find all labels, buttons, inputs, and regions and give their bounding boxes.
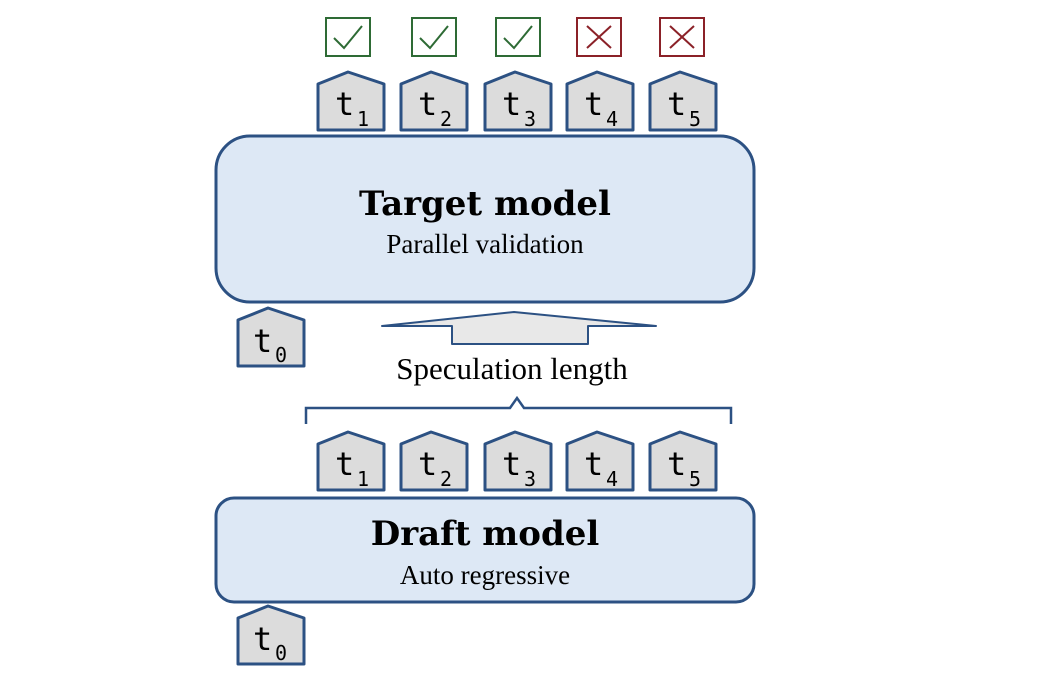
token-subscript: 2: [440, 107, 452, 131]
token-subscript: 1: [357, 467, 369, 491]
token-base: t: [502, 85, 521, 123]
token-subscript: 4: [606, 107, 618, 131]
token-subscript: 3: [524, 107, 536, 131]
reject-mark-5: [659, 17, 705, 57]
token-subscript: 0: [275, 641, 287, 665]
draft-token-5: t 5: [648, 430, 718, 492]
draft-token-2: t 2: [399, 430, 469, 492]
target-token-3: t 3: [483, 70, 553, 132]
token-base: t: [418, 445, 437, 483]
accept-mark-2: [411, 17, 457, 57]
token-subscript: 5: [689, 107, 701, 131]
draft-token-1: t 1: [316, 430, 386, 492]
token-subscript: 3: [524, 467, 536, 491]
speculation-brace: [304, 395, 733, 424]
target-model-subtitle: Parallel validation: [386, 229, 584, 259]
target-model-box: Target model Parallel validation: [214, 134, 756, 304]
token-base: t: [584, 85, 603, 123]
draft-model-subtitle: Auto regressive: [400, 560, 570, 590]
target-model-title: Target model: [359, 184, 611, 224]
token-base: t: [667, 85, 686, 123]
target-token-4: t 4: [565, 70, 635, 132]
token-subscript: 0: [275, 343, 287, 367]
target-input-token: t 0: [236, 306, 306, 368]
draft-token-4: t 4: [565, 430, 635, 492]
token-base: t: [335, 445, 354, 483]
up-arrow-icon: [381, 311, 657, 345]
token-base: t: [253, 322, 272, 360]
accept-mark-3: [495, 17, 541, 57]
target-token-5: t 5: [648, 70, 718, 132]
token-subscript: 5: [689, 467, 701, 491]
draft-model-title: Draft model: [371, 514, 600, 554]
token-base: t: [335, 85, 354, 123]
reject-mark-4: [576, 17, 622, 57]
token-subscript: 2: [440, 467, 452, 491]
target-token-1: t 1: [316, 70, 386, 132]
token-base: t: [502, 445, 521, 483]
draft-output-tokens: t 1 t 2 t 3 t 4 t 5: [316, 430, 718, 492]
token-subscript: 1: [357, 107, 369, 131]
draft-model-box: Draft model Auto regressive: [214, 496, 756, 604]
validation-marks: [325, 17, 705, 57]
token-base: t: [584, 445, 603, 483]
target-token-2: t 2: [399, 70, 469, 132]
token-base: t: [667, 445, 686, 483]
token-base: t: [253, 620, 272, 658]
token-base: t: [418, 85, 437, 123]
speculation-length-label: Speculation length: [396, 351, 628, 386]
target-output-tokens: t 1 t 2 t 3 t 4 t 5: [316, 70, 718, 132]
accept-mark-1: [325, 17, 371, 57]
draft-input-token: t 0: [236, 604, 306, 666]
token-subscript: 4: [606, 467, 618, 491]
draft-token-3: t 3: [483, 430, 553, 492]
